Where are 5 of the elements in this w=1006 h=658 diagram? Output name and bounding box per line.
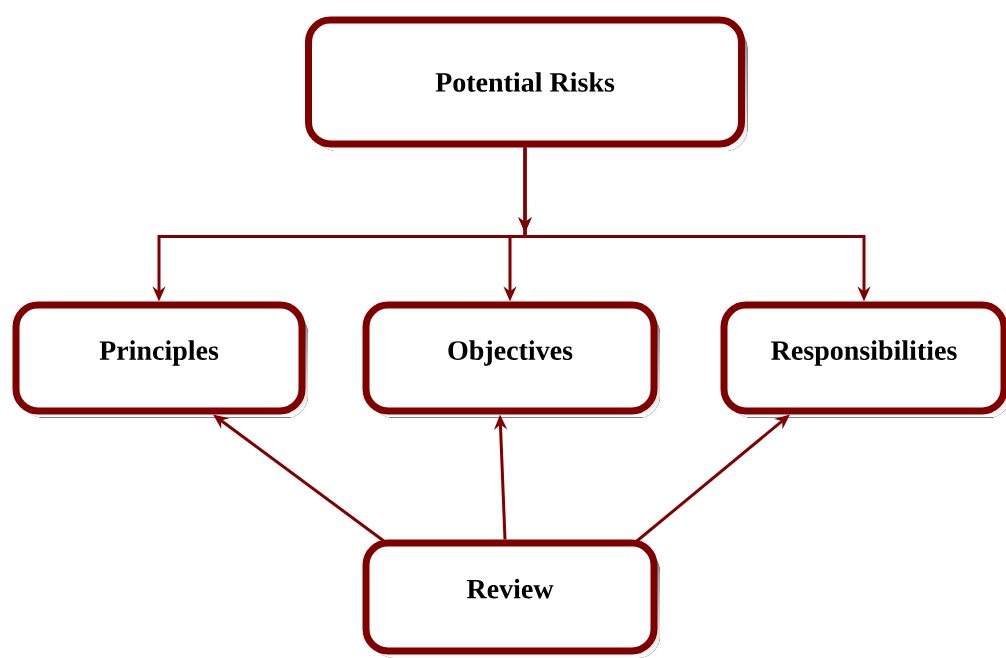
process-box: Responsibilities <box>720 301 1006 418</box>
process-box: Review <box>362 539 660 658</box>
process-box: Objectives <box>362 301 660 418</box>
process-box: Principles <box>12 301 308 418</box>
process-box: Potential Risks <box>305 16 748 151</box>
